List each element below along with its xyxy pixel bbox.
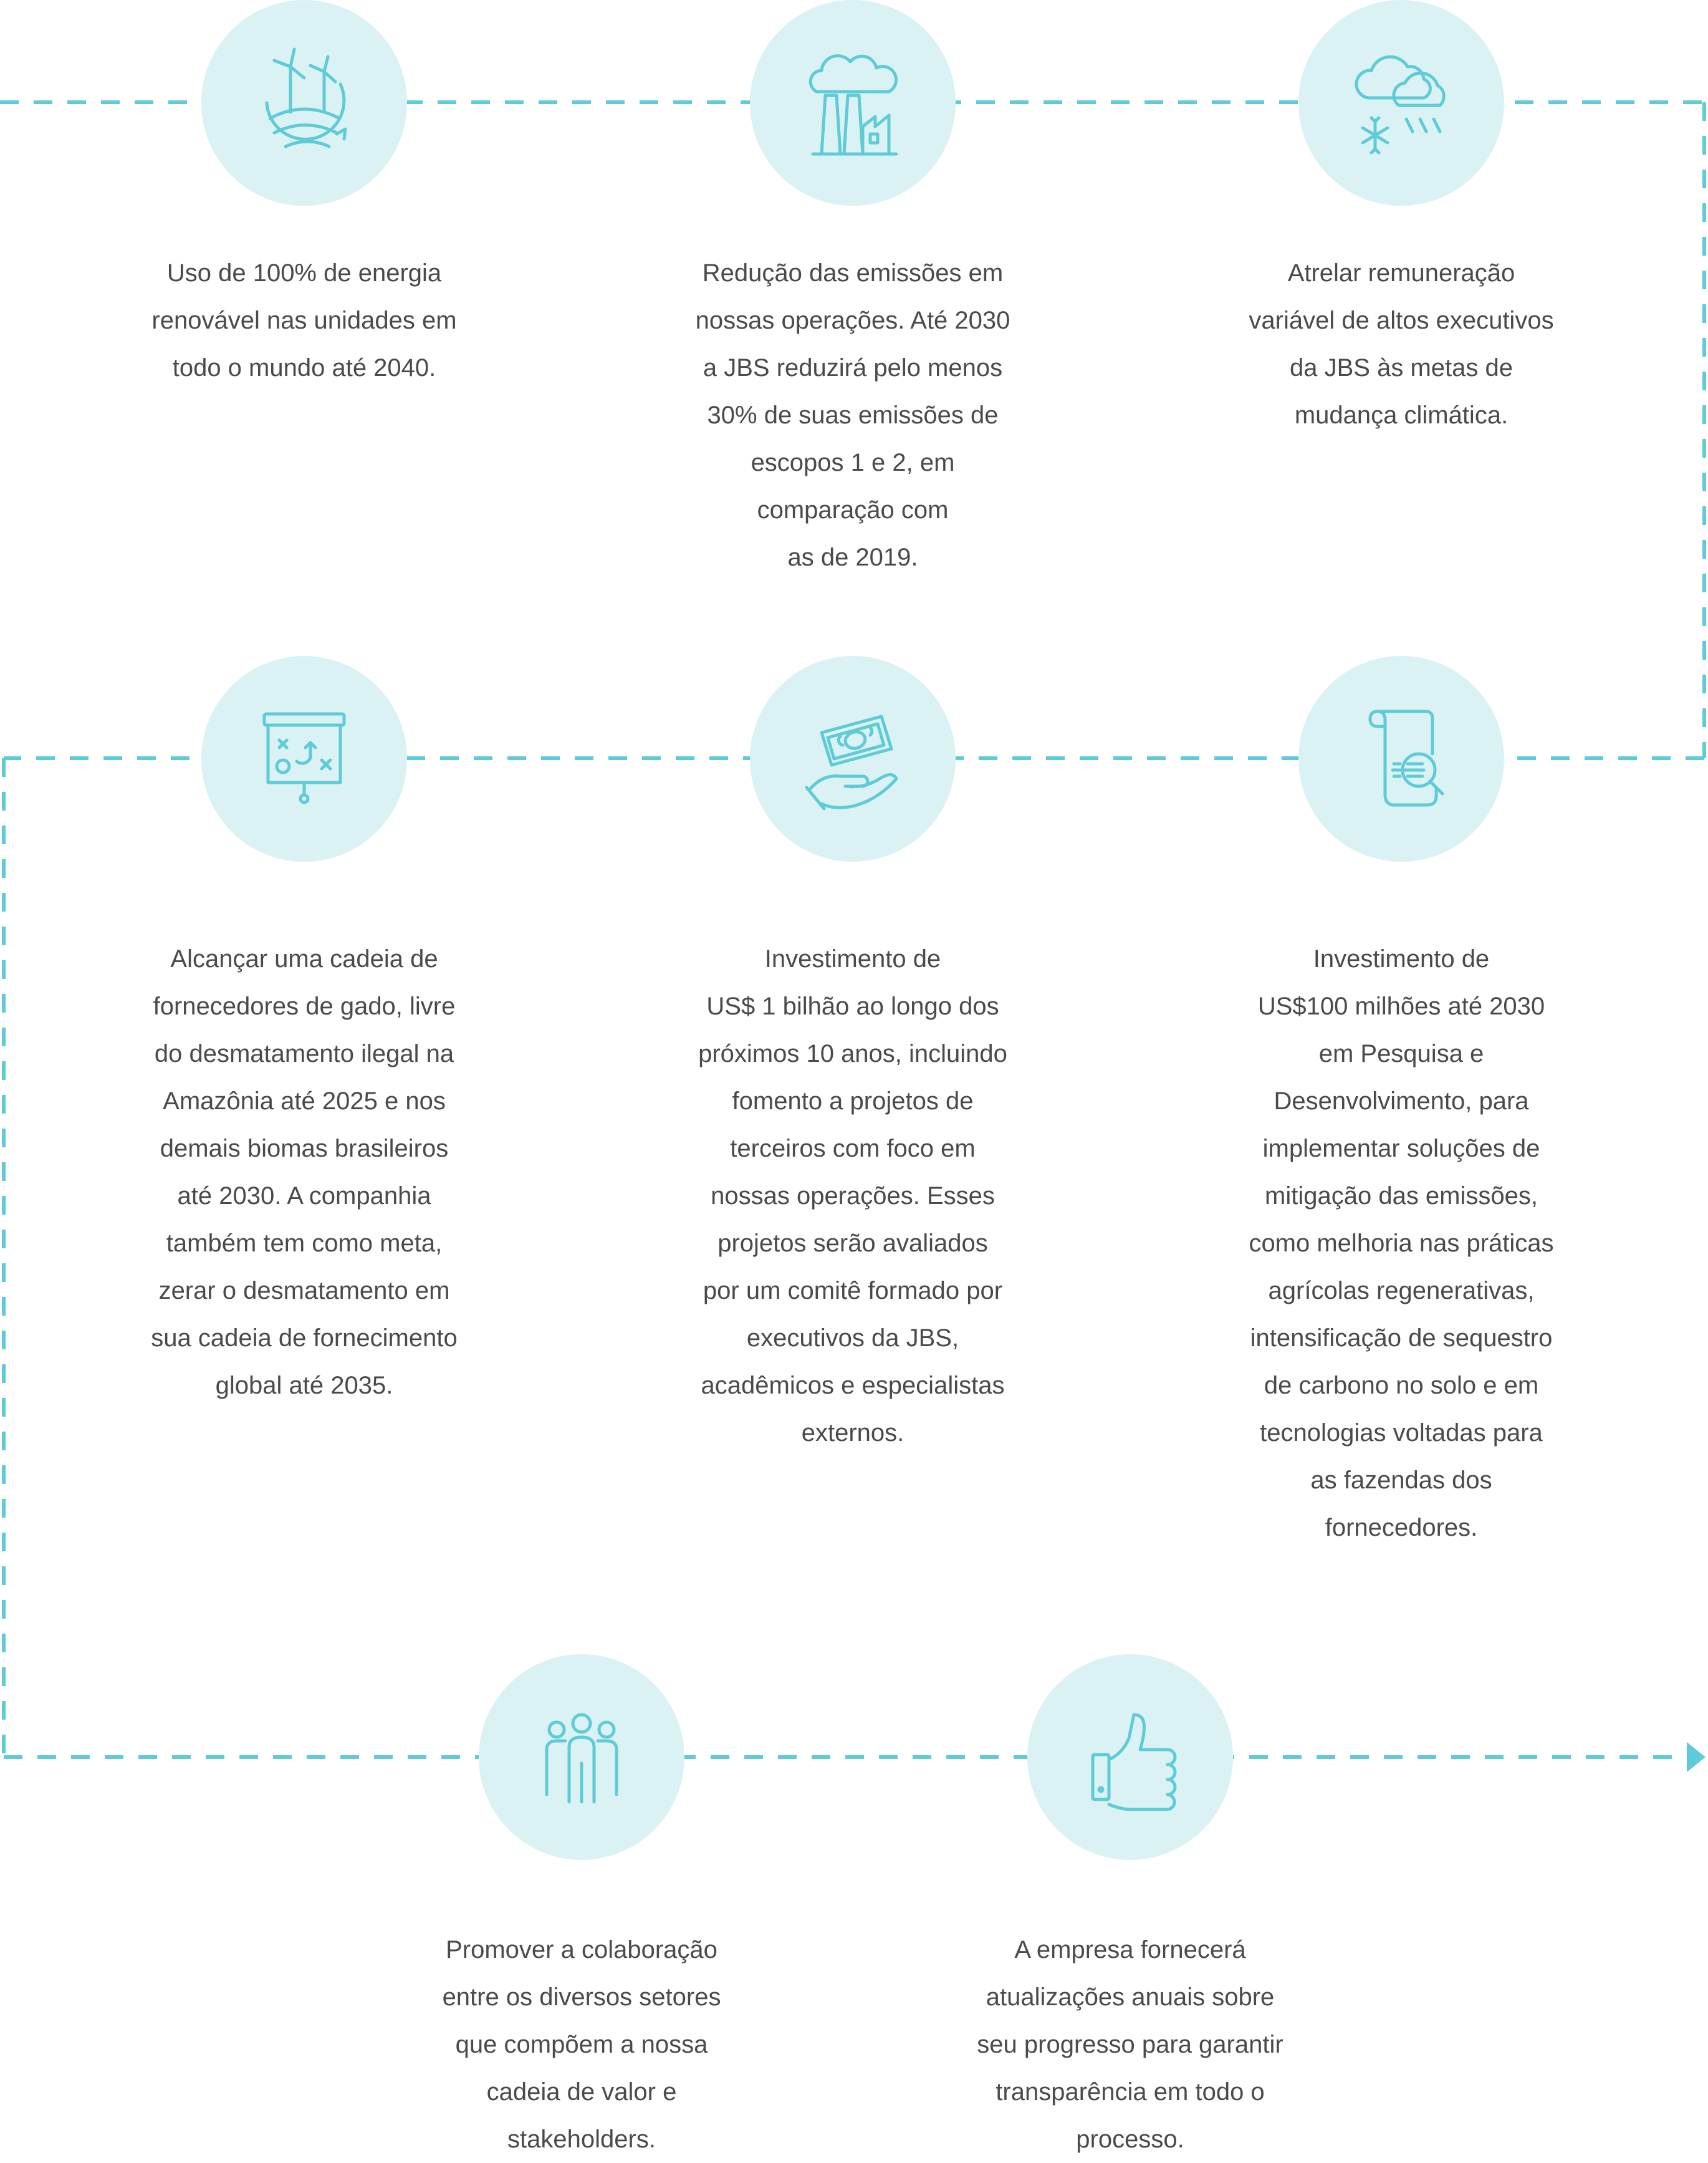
goal-icon-circle (1027, 1654, 1233, 1860)
goal-description: A empresa fornecerá atualizações anuais … (977, 1936, 1283, 2153)
wind-turbine-icon (265, 47, 347, 148)
goal-icon-circle (1298, 0, 1504, 206)
thumbs-up-icon (1091, 1713, 1177, 1811)
goal-description: Atrelar remuneração variável de altos ex… (1249, 259, 1554, 429)
strategy-board-icon (262, 712, 346, 804)
goal-icon-circle (1298, 656, 1504, 862)
goal-description: Uso de 100% de energia renovável nas uni… (151, 259, 457, 382)
research-document-icon (1368, 710, 1444, 807)
goal-icon-circle (750, 656, 956, 862)
people-group-icon (545, 1713, 618, 1804)
weather-cloud-snow-icon (1355, 55, 1446, 155)
goal-description: Redução das emissões em nossas operações… (695, 259, 1010, 571)
goal-description: Investimento de US$ 1 bilhão ao longo do… (698, 945, 1007, 1447)
factory-emissions-icon (808, 54, 898, 156)
goal-description: Alcançar uma cadeia de fornecedores de g… (151, 945, 458, 1399)
goal-icon-circle (479, 1654, 684, 1860)
goal-description: Investimento de US$100 milhões até 2030 … (1249, 945, 1554, 1541)
arrow-head-icon (1687, 1742, 1706, 1772)
goal-icon-circle (750, 0, 956, 206)
goal-description: Promover a colaboração entre os diversos… (442, 1936, 721, 2153)
goal-icon-circle (201, 656, 407, 862)
goal-icon-circle (201, 0, 407, 206)
money-hand-icon (805, 715, 898, 811)
